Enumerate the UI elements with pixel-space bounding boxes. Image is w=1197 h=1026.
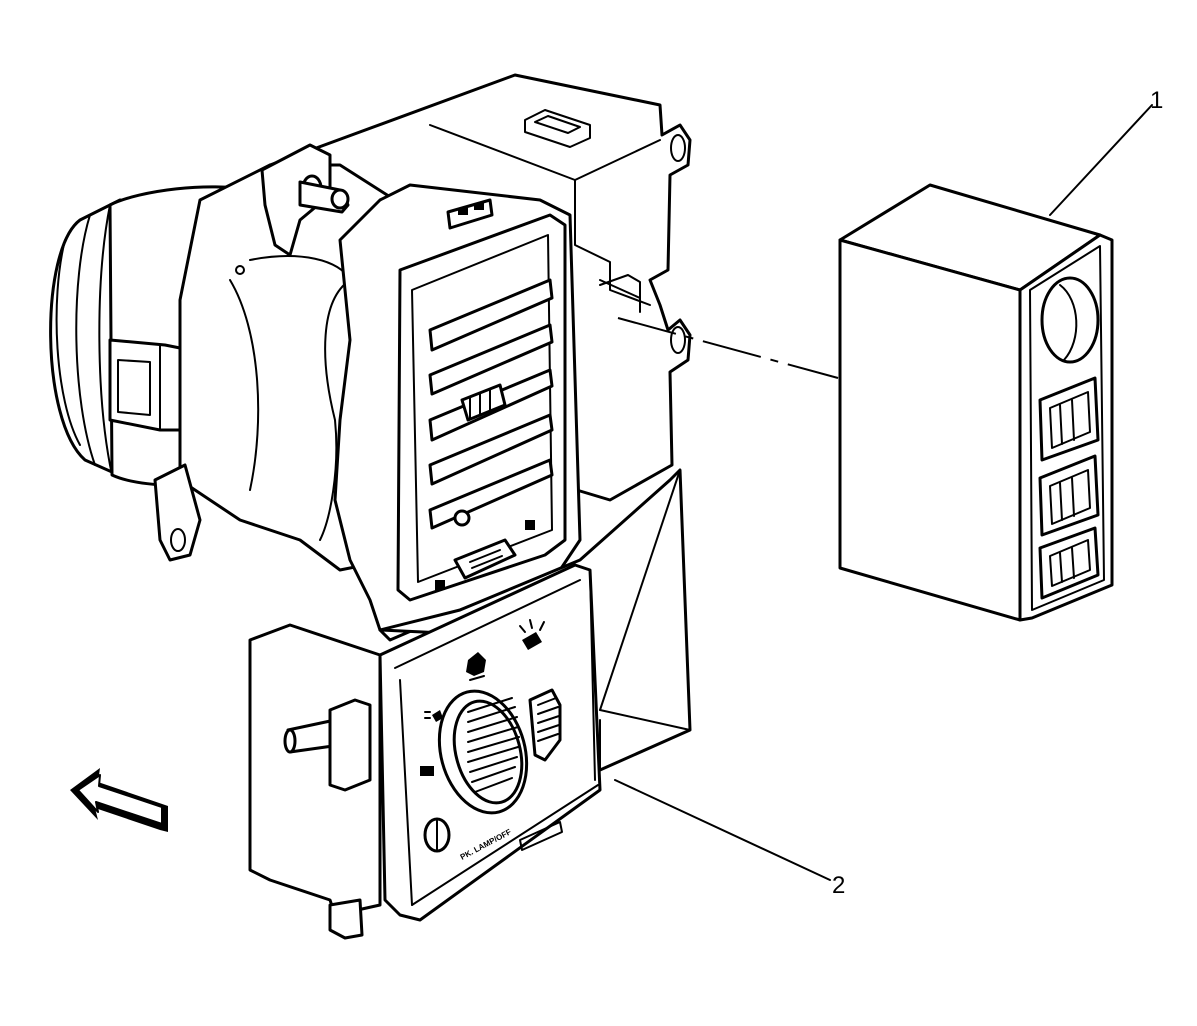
switch-module [838,183,1114,622]
forward-direction-arrow-icon [70,768,168,832]
rocker-button-3 [1038,526,1100,600]
leader-line-2 [614,779,831,881]
air-vent-outlet [333,183,582,642]
rocker-button-1 [1038,376,1100,462]
panel-dimmer-icon [519,619,545,650]
headlamp-knob-ribs [467,697,520,793]
callout-1: 1 [1150,87,1163,114]
headlamp-icon [420,766,434,776]
air-duct [49,185,252,487]
callout-2: 2 [832,872,845,899]
interior-lamp-icon [466,652,486,681]
headlamp-switch-assembly: PK. LAMP/OFF [248,563,602,940]
leader-line-1 [1049,104,1153,216]
alignment-line [617,317,839,379]
parking-lamp-icon [424,710,443,722]
rocker-button-2 [1038,454,1100,537]
